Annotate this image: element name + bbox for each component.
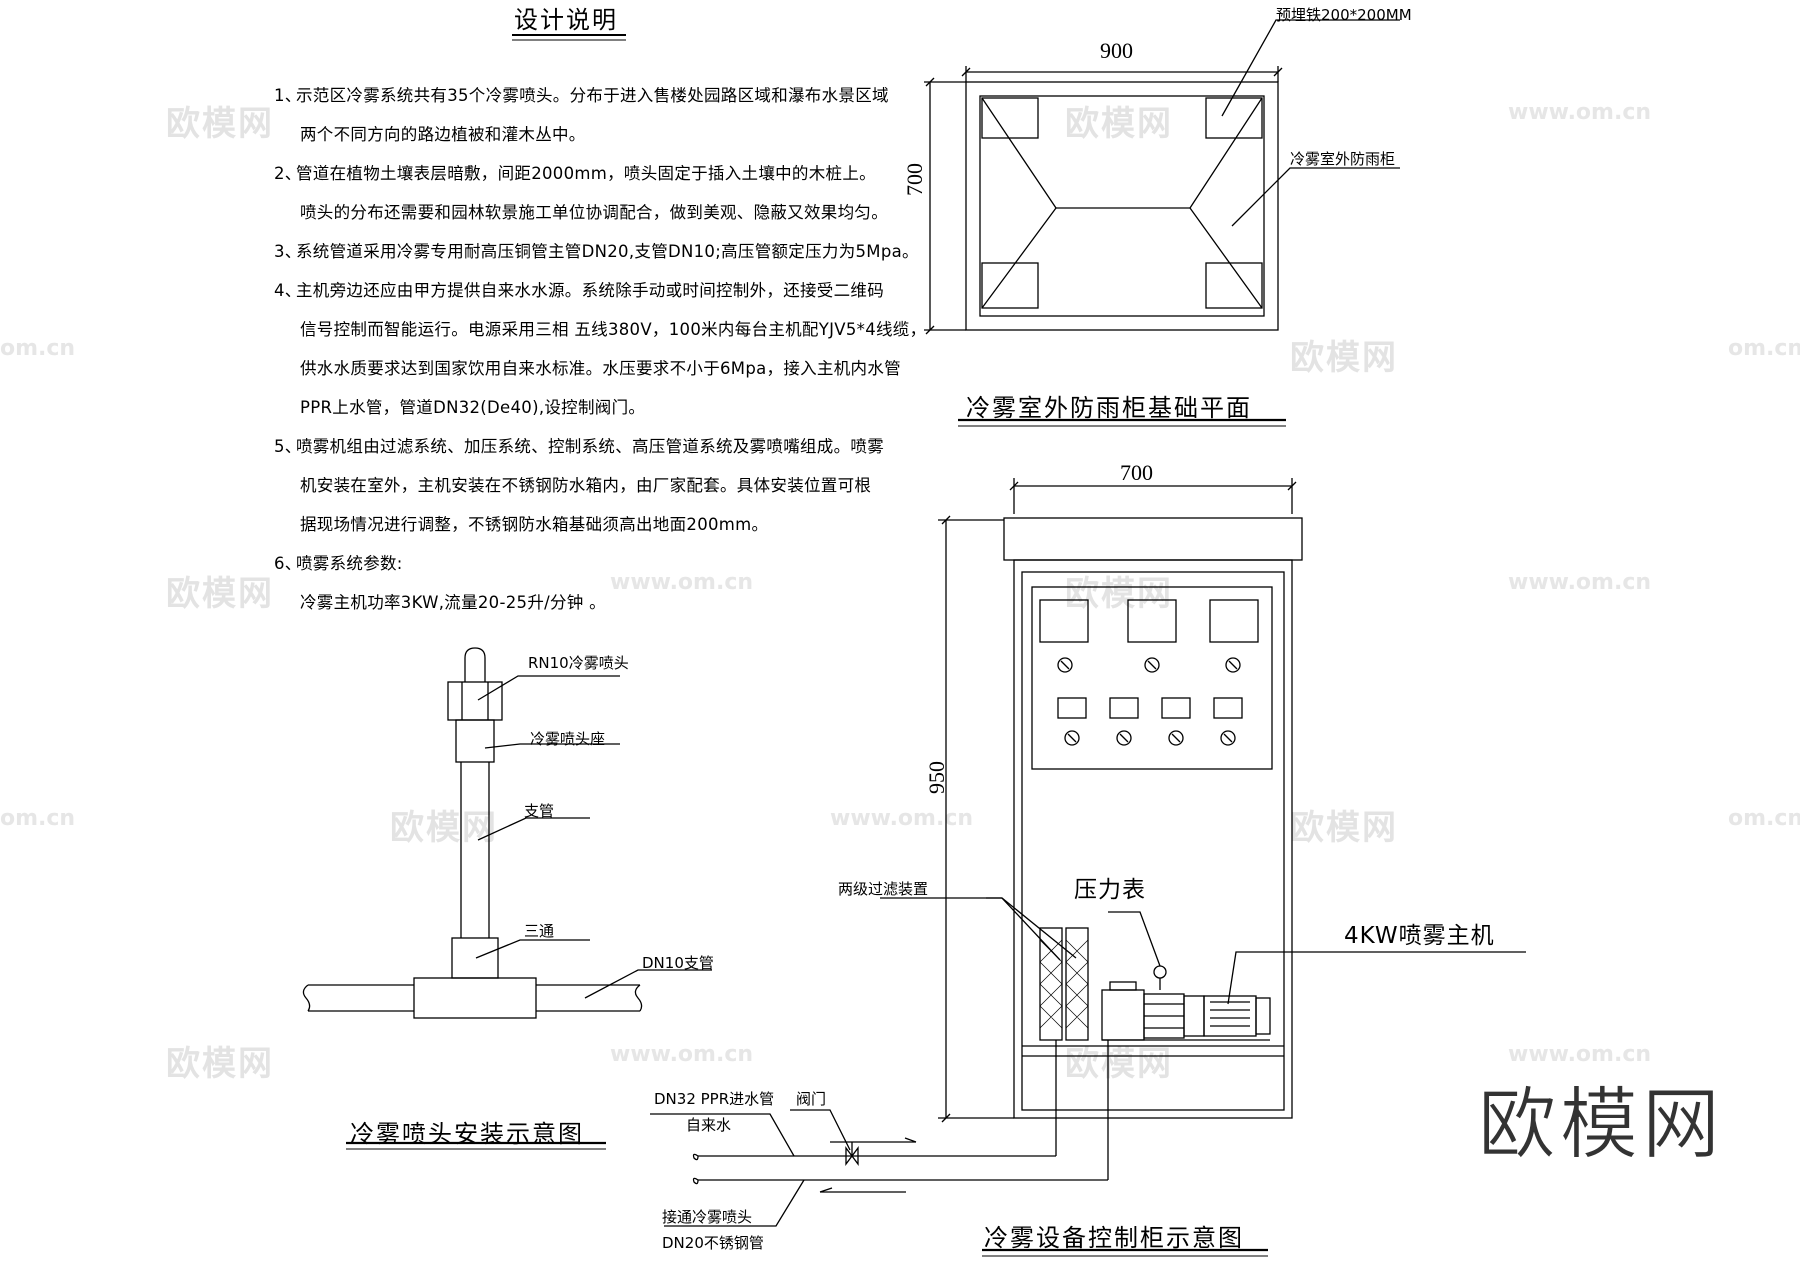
- branch-label: 支管: [524, 802, 555, 820]
- note-line: 主机旁边还应由甲方提供自来水水源。系统除手动或时间控制外，还接受二维码: [296, 281, 884, 300]
- watermark: 欧模网: [1290, 808, 1398, 848]
- foundation-height-dim: 700: [902, 163, 927, 196]
- note-line: 喷雾系统参数:: [296, 554, 403, 573]
- gauge-label: 压力表: [1074, 877, 1146, 903]
- note-number: 5、: [274, 437, 302, 456]
- note-item: 4、主机旁边还应由甲方提供自来水水源。系统除手动或时间控制外，还接受二维码信号控…: [268, 271, 927, 427]
- note-number: 4、: [274, 281, 302, 300]
- tap-water-label: 自来水: [686, 1116, 732, 1134]
- nozzle-diagram-title: 冷雾喷头安装示意图: [350, 1120, 584, 1148]
- note-line: 机安装在室外，主机安装在不锈钢防水箱内，由厂家配套。具体安装位置可根: [300, 476, 872, 495]
- cabinet-height-dim: 950: [924, 761, 949, 794]
- watermark-url: www.om.cn: [830, 806, 974, 831]
- note-line: 信号控制而智能运行。电源采用三相 五线380V，100米内每台主机配YJV5*4…: [300, 320, 927, 339]
- note-item: 3、系统管道采用冷雾专用耐高压铜管主管DN20,支管DN10;高压管额定压力为5…: [268, 232, 919, 271]
- note-line: 示范区冷雾系统共有35个冷雾喷头。分布于进入售楼处园路区域和瀑布水景区域: [296, 86, 889, 105]
- watermark: 欧模网: [1290, 338, 1398, 378]
- note-line: 两个不同方向的路边植被和灌木丛中。: [300, 125, 586, 144]
- outlet-label: 接通冷雾喷头: [662, 1208, 753, 1226]
- watermark: 欧模网: [166, 104, 274, 144]
- outlet-pipe-label: DN20不锈钢管: [662, 1234, 764, 1252]
- foundation-plan: [924, 19, 1400, 427]
- note-line: 冷雾主机功率3KW,流量20-25升/分钟 。: [300, 593, 606, 612]
- nozzle-seat-label: 冷雾喷头座: [530, 730, 606, 748]
- knob-row-1: [1057, 657, 1241, 673]
- rain-cabinet-label: 冷雾室外防雨柜: [1290, 150, 1396, 168]
- watermark-url: om.cn: [0, 336, 76, 361]
- watermark-url: www.om.cn: [1508, 570, 1652, 595]
- note-number: 3、: [274, 242, 302, 261]
- watermark-url: www.om.cn: [610, 570, 754, 595]
- watermark: 欧模网: [390, 808, 498, 848]
- foundation-width-dim: 900: [1100, 38, 1133, 63]
- filter-units: [1039, 927, 1089, 1041]
- notes-title: 设计说明: [514, 6, 618, 34]
- watermark-url: www.om.cn: [1508, 100, 1652, 125]
- nozzle-diagram: [302, 647, 712, 1150]
- note-line: 据现场情况进行调整，不锈钢防水箱基础须高出地面200mm。: [300, 515, 769, 534]
- note-line: PPR上水管，管道DN32(De40),设控制阀门。: [300, 398, 646, 417]
- note-item: 1、示范区冷雾系统共有35个冷雾喷头。分布于进入售楼处园路区域和瀑布水景区域两个…: [268, 76, 908, 154]
- cabinet-width-dim: 700: [1120, 460, 1153, 485]
- brand-logo: 欧模网: [1477, 1080, 1725, 1171]
- note-number: 6、: [274, 554, 302, 573]
- note-line: 管道在植物土壤表层暗敷，间距2000mm，喷头固定于插入土壤中的木桩上。: [296, 164, 876, 183]
- knob-row-2: [1064, 730, 1236, 746]
- watermark: 欧模网: [166, 574, 274, 614]
- note-item: 5、喷雾机组由过滤系统、加压系统、控制系统、高压管道系统及雾喷嘴组成。喷雾机安装…: [268, 427, 908, 544]
- valve-label: 阀门: [796, 1090, 827, 1108]
- tee-label: 三通: [524, 922, 555, 940]
- note-number: 1、: [274, 86, 302, 105]
- control-cabinet-title: 冷雾设备控制柜示意图: [984, 1224, 1244, 1252]
- note-item: 6、喷雾系统参数: 冷雾主机功率3KW,流量20-25升/分钟 。: [268, 544, 908, 622]
- embedded-iron-label: 预埋铁200*200MM: [1276, 6, 1412, 24]
- inlet-pipe-label: DN32 PPR进水管: [654, 1090, 775, 1108]
- watermark-url: om.cn: [1728, 336, 1800, 361]
- watermark-url: www.om.cn: [1508, 1042, 1652, 1067]
- filter-label: 两级过滤装置: [838, 880, 929, 898]
- nozzle-head-label: RN10冷雾喷头: [528, 654, 629, 672]
- watermark: 欧模网: [1065, 574, 1173, 614]
- watermark-url: www.om.cn: [610, 1042, 754, 1067]
- note-line: 喷雾机组由过滤系统、加压系统、控制系统、高压管道系统及雾喷嘴组成。喷雾: [296, 437, 884, 456]
- watermark-url: om.cn: [0, 806, 76, 831]
- watermark-url: om.cn: [1728, 806, 1800, 831]
- note-line: 供水水质要求达到国家饮用自来水标准。水压要求不小于6Mpa，接入主机内水管: [300, 359, 901, 378]
- pump-assembly: [1101, 965, 1271, 1041]
- note-number: 2、: [274, 164, 302, 183]
- note-line: 喷头的分布还需要和园林软景施工单位协调配合，做到美观、隐蔽又效果均匀。: [300, 203, 888, 222]
- foundation-plan-title: 冷雾室外防雨柜基础平面: [966, 394, 1252, 422]
- note-line: 系统管道采用冷雾专用耐高压铜管主管DN20,支管DN10;高压管额定压力为5Mp…: [296, 242, 919, 261]
- watermark: 欧模网: [1065, 104, 1173, 144]
- control-cabinet: [650, 478, 1526, 1257]
- note-item: 2、管道在植物土壤表层暗敷，间距2000mm，喷头固定于插入土壤中的木桩上。喷头…: [268, 154, 908, 232]
- notes-title-underline: [512, 34, 626, 41]
- host-label: 4KW喷雾主机: [1344, 923, 1495, 949]
- watermark: 欧模网: [166, 1044, 274, 1084]
- watermark: 欧模网: [1065, 1044, 1173, 1084]
- dn10-pipe-label: DN10支管: [642, 954, 714, 972]
- design-notes: 1、示范区冷雾系统共有35个冷雾喷头。分布于进入售楼处园路区域和瀑布水景区域两个…: [268, 76, 927, 622]
